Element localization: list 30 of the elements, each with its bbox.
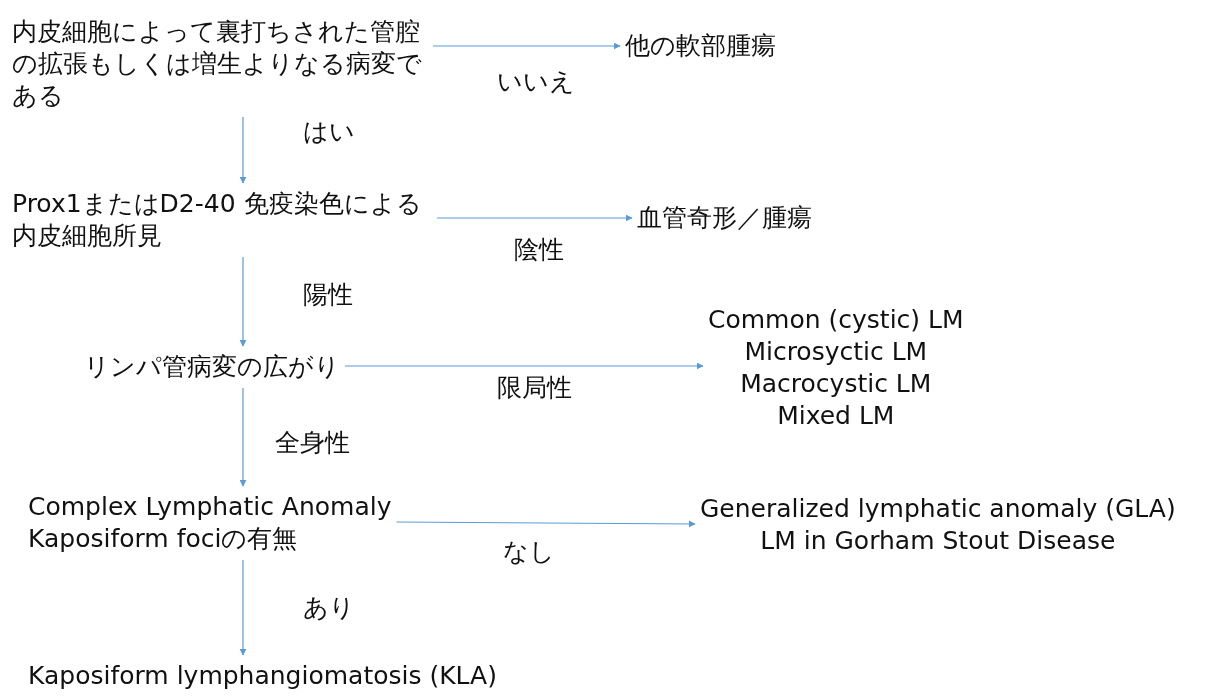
result-item: Microsyctic LM	[743, 336, 929, 368]
question-text: Kaposiform fociの有無	[28, 523, 299, 555]
result-item: Macrocystic LM	[739, 368, 933, 400]
result-text: 他の軟部腫瘍	[625, 30, 776, 62]
arrow	[395, 520, 696, 528]
question-text: Prox1またはD2-40 免疫染色による内皮細胞所見	[12, 188, 432, 252]
question-text: 内皮細胞によって裏打ちされた管腔の拡張もしくは増生よりなる病変である	[12, 16, 428, 112]
arrow	[344, 362, 704, 370]
result-item: Mixed LM	[776, 400, 896, 432]
arrow	[436, 214, 633, 222]
edge-label: あり	[303, 593, 355, 623]
question-text: リンパ管病変の広がり	[84, 351, 340, 383]
edge-label: いいえ	[497, 67, 575, 97]
result-text: 血管奇形／腫瘍	[637, 202, 812, 234]
question-text: Complex Lymphatic Anomaly	[28, 491, 392, 523]
arrow	[432, 42, 621, 50]
arrow	[239, 387, 247, 487]
edge-label: 全身性	[275, 428, 350, 458]
result-item: Common (cystic) LM	[708, 304, 964, 336]
edge-label: なし	[503, 537, 555, 567]
result-item: Generalized lymphatic anomaly (GLA)	[700, 493, 1176, 525]
result-text: Kaposiform lymphangiomatosis (KLA)	[28, 660, 497, 692]
arrow	[239, 559, 247, 656]
result-item: LM in Gorham Stout Disease	[759, 525, 1117, 557]
edge-label: 陰性	[514, 235, 564, 265]
edge-label: 限局性	[497, 373, 572, 403]
edge-label: 陽性	[303, 280, 353, 310]
arrow	[239, 256, 247, 347]
arrow	[239, 116, 247, 184]
edge-label: はい	[303, 117, 355, 147]
